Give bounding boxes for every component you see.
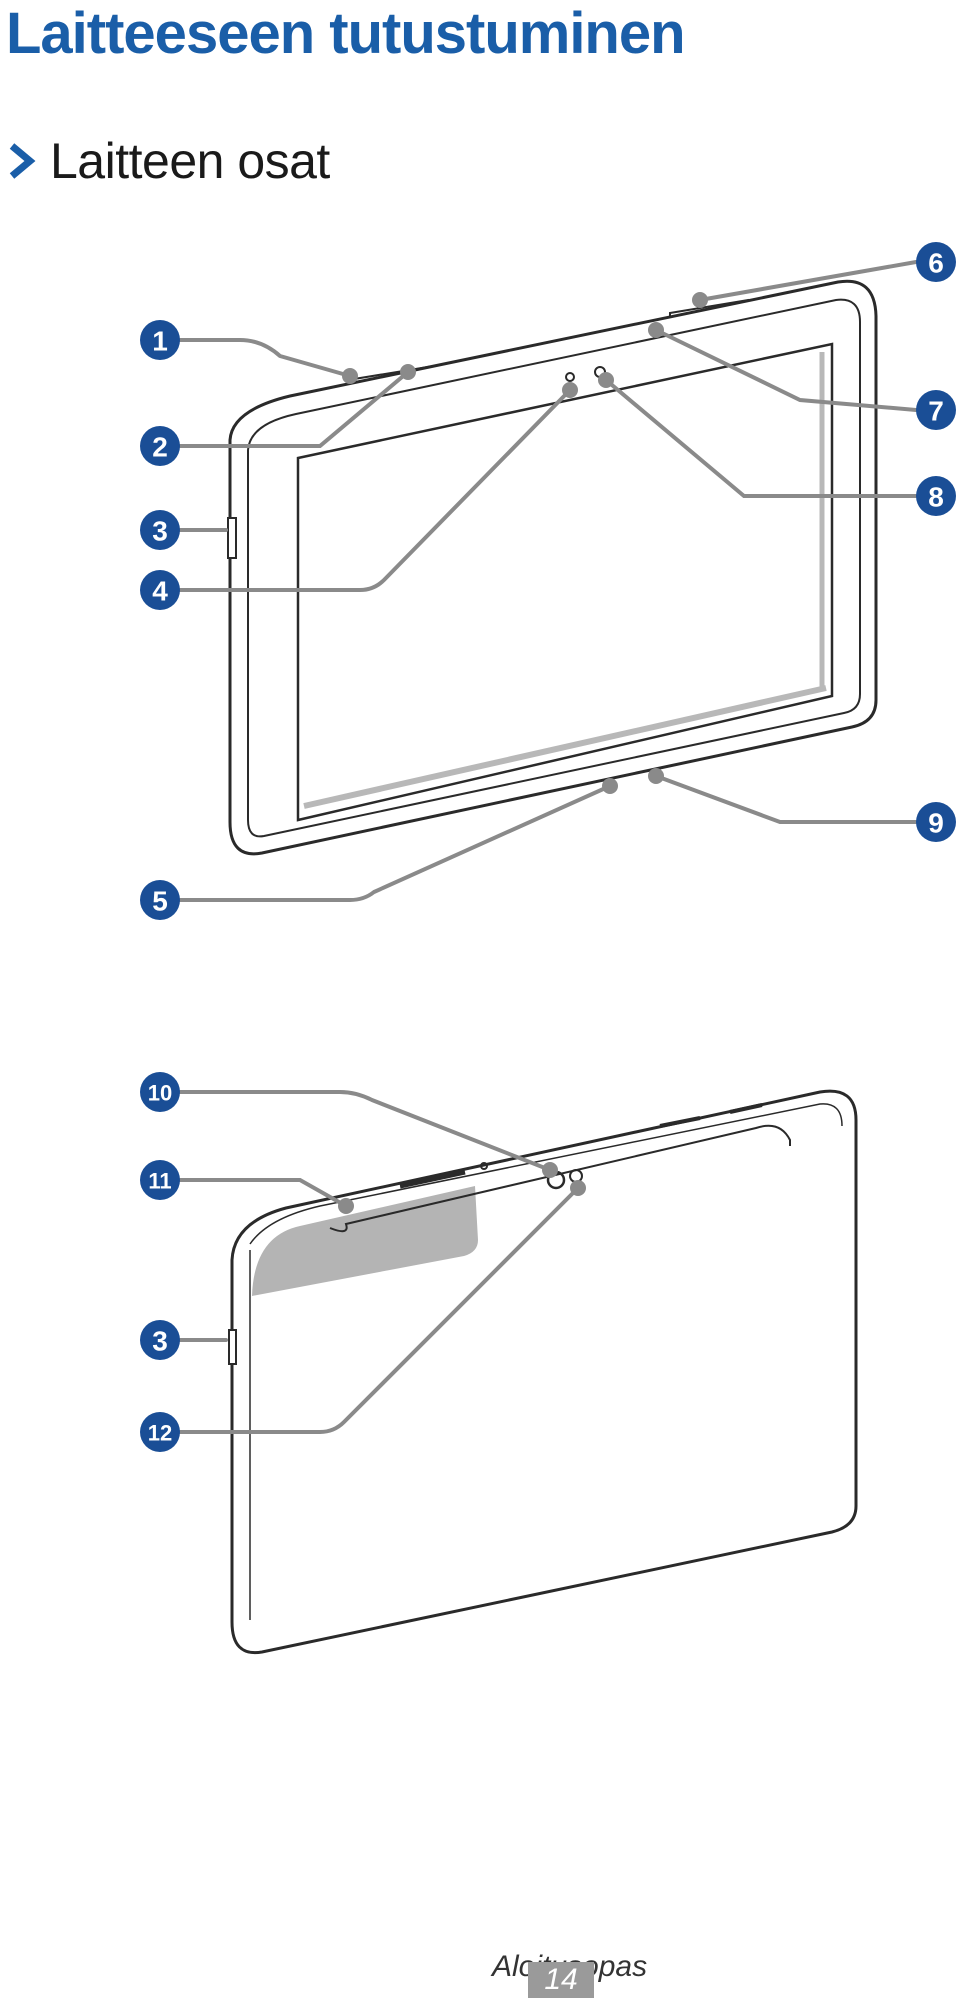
svg-text:5: 5 <box>152 886 168 917</box>
callout-4: 4 <box>140 570 180 610</box>
callout-3-back: 3 <box>140 1320 180 1360</box>
callout-8: 8 <box>916 476 956 516</box>
svg-text:12: 12 <box>148 1421 172 1446</box>
svg-text:9: 9 <box>928 808 944 839</box>
callout-11: 11 <box>140 1160 180 1200</box>
tablet-front-view <box>227 279 878 856</box>
tablet-back-view <box>228 1089 858 1655</box>
leader-endpoints <box>338 292 708 1214</box>
svg-text:10: 10 <box>148 1081 172 1106</box>
chapter-title: Laitteeseen tutustuminen <box>6 1 686 66</box>
callout-7: 7 <box>916 390 956 430</box>
section-heading: Laitteen osat <box>6 132 330 190</box>
callout-10: 10 <box>140 1072 180 1112</box>
svg-text:3: 3 <box>152 516 168 547</box>
callout-2: 2 <box>140 426 180 466</box>
section-title: Laitteen osat <box>50 133 330 189</box>
svg-text:4: 4 <box>152 576 168 607</box>
svg-text:6: 6 <box>928 248 944 279</box>
svg-text:2: 2 <box>152 432 168 463</box>
svg-text:8: 8 <box>928 482 944 513</box>
chevron-right-icon <box>9 143 36 179</box>
callout-3-front: 3 <box>140 510 180 550</box>
svg-text:7: 7 <box>928 396 944 427</box>
svg-text:11: 11 <box>148 1169 171 1194</box>
callout-6: 6 <box>916 242 956 282</box>
callout-5: 5 <box>140 880 180 920</box>
callout-1: 1 <box>140 320 180 360</box>
callout-12: 12 <box>140 1412 180 1452</box>
callout-9: 9 <box>916 802 956 842</box>
svg-text:1: 1 <box>152 326 168 357</box>
leader-lines <box>158 260 918 1434</box>
svg-text:3: 3 <box>152 1326 168 1357</box>
page-number: 14 <box>528 1962 594 1998</box>
